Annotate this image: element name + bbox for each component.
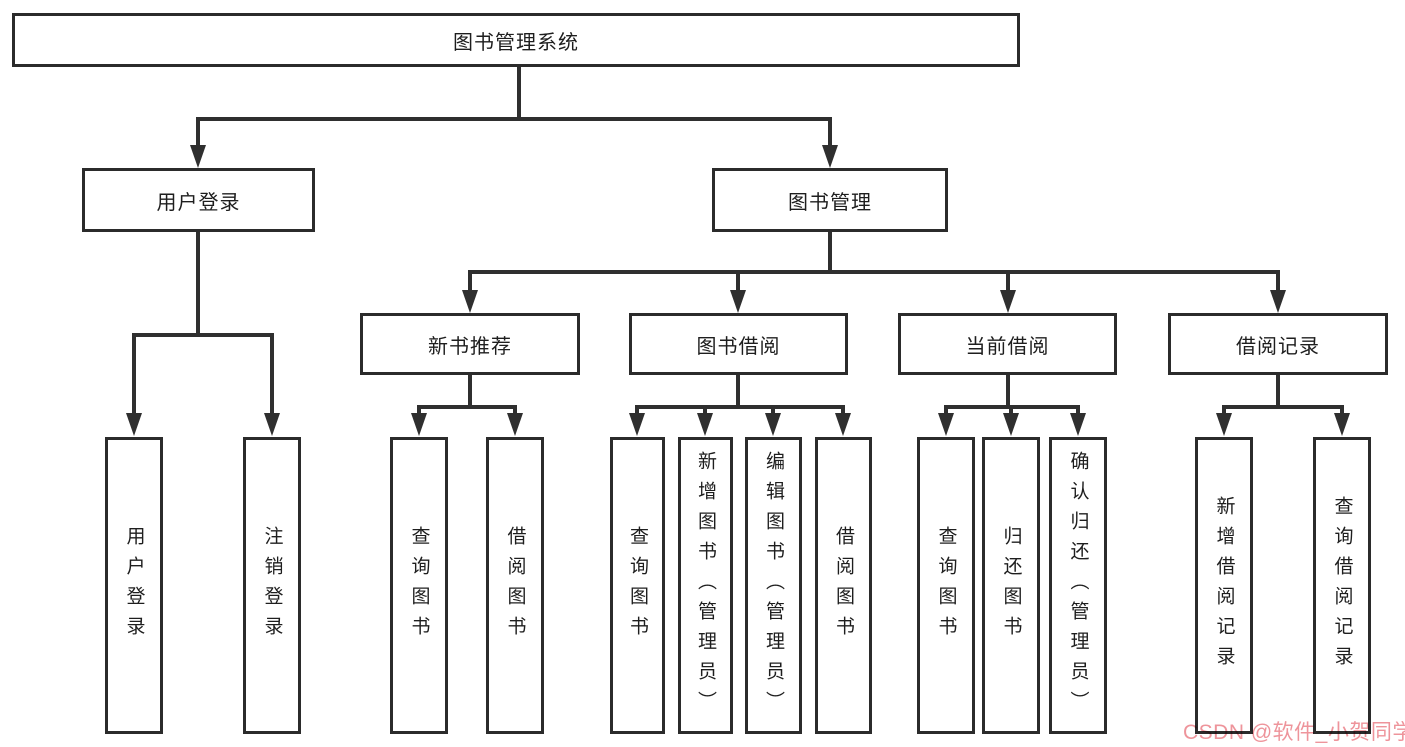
leaf-borrow-books: 借阅图书 bbox=[815, 437, 872, 734]
leaf-label: 新增借阅记录 bbox=[1213, 495, 1235, 676]
node-book-borrowing: 图书借阅 bbox=[629, 313, 848, 375]
leaf-query-borrow-record: 查询借阅记录 bbox=[1313, 437, 1371, 734]
node-current-borrowing: 当前借阅 bbox=[898, 313, 1117, 375]
leaf-label: 确认归还（管理员） bbox=[1067, 450, 1089, 721]
leaf-user-login: 用户登录 bbox=[105, 437, 163, 734]
node-label: 用户登录 bbox=[156, 191, 241, 214]
leaf-label: 新增图书（管理员） bbox=[695, 450, 716, 721]
leaf-label: 借阅图书 bbox=[833, 525, 854, 646]
leaf-confirm-return-admin: 确认归还（管理员） bbox=[1049, 437, 1107, 734]
csdn-watermark: CSDN @软件_小贺同学 bbox=[1183, 721, 1405, 744]
leaf-logout: 注销登录 bbox=[243, 437, 301, 734]
leaf-query-books-borrow: 查询图书 bbox=[610, 437, 665, 734]
leaf-label: 归还图书 bbox=[1000, 525, 1022, 646]
node-new-book-recommend: 新书推荐 bbox=[360, 313, 580, 375]
node-label: 借阅记录 bbox=[1236, 335, 1320, 358]
leaf-label: 查询图书 bbox=[408, 525, 430, 646]
leaf-label: 用户登录 bbox=[123, 525, 145, 646]
leaf-edit-books-admin: 编辑图书（管理员） bbox=[745, 437, 802, 734]
node-label: 图书管理系统 bbox=[453, 31, 579, 54]
leaf-borrow-books-recommend: 借阅图书 bbox=[486, 437, 544, 734]
node-label: 图书借阅 bbox=[696, 335, 781, 358]
node-borrowing-records: 借阅记录 bbox=[1168, 313, 1388, 375]
node-library-management-system: 图书管理系统 bbox=[12, 13, 1020, 67]
leaf-query-books-current: 查询图书 bbox=[917, 437, 975, 734]
leaf-label: 查询图书 bbox=[627, 525, 648, 646]
leaf-label: 编辑图书（管理员） bbox=[763, 450, 784, 721]
node-label: 新书推荐 bbox=[428, 335, 512, 358]
leaf-return-books: 归还图书 bbox=[982, 437, 1040, 734]
leaf-label: 注销登录 bbox=[261, 525, 283, 646]
node-book-management: 图书管理 bbox=[712, 168, 948, 232]
leaf-add-books-admin: 新增图书（管理员） bbox=[678, 437, 733, 734]
node-label: 图书管理 bbox=[788, 191, 872, 214]
node-label: 当前借阅 bbox=[965, 335, 1050, 358]
leaf-label: 查询借阅记录 bbox=[1331, 495, 1353, 676]
leaf-query-books-recommend: 查询图书 bbox=[390, 437, 448, 734]
node-user-login: 用户登录 bbox=[82, 168, 315, 232]
leaf-label: 查询图书 bbox=[935, 525, 957, 646]
leaf-add-borrow-record: 新增借阅记录 bbox=[1195, 437, 1253, 734]
leaf-label: 借阅图书 bbox=[504, 525, 526, 646]
